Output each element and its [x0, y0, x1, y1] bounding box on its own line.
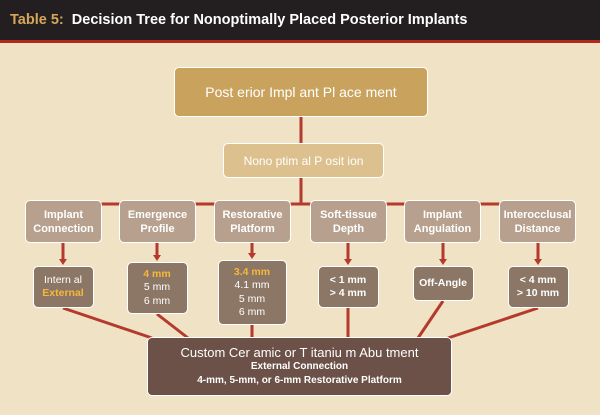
table-title-text: Decision Tree for Nonoptimally Placed Po…	[71, 12, 468, 28]
option-value: 6 mm	[238, 306, 266, 318]
result-connection: External Connection	[250, 360, 349, 372]
option-node: Off-Angle	[412, 266, 474, 301]
connector	[416, 300, 445, 339]
arrowhead-icon	[439, 259, 447, 265]
result-node: Custom Cer amic or T itaniu m Abu tment …	[147, 337, 452, 396]
option-value: 4.1 mm	[234, 279, 270, 291]
category-label-line1: Emergence	[127, 208, 188, 221]
arrowhead-icon	[59, 259, 67, 265]
category-label-line2: Angulation	[413, 222, 472, 235]
option-value: > 4 mm	[329, 287, 367, 299]
category-label-line1: Implant	[43, 208, 84, 221]
arrowhead-icon	[153, 255, 161, 261]
root-node: Post erior Impl ant Pl ace ment	[174, 67, 428, 117]
arrowhead-icon	[344, 259, 352, 265]
table-header: Table 5: Decision Tree for Nonoptimally …	[0, 0, 600, 43]
category-label-line1: Soft-tissue	[320, 208, 377, 221]
option-value: < 4 mm	[519, 273, 557, 286]
option-value: 5 mm	[238, 292, 266, 305]
option-value: > 10 mm	[516, 287, 560, 299]
nonoptimal-position-node: Nono ptim al P osit ion	[223, 143, 384, 178]
option-node: < 1 mm> 4 mm	[317, 266, 379, 308]
category-label-line1: Interocclusal	[503, 208, 572, 221]
option-value: Intern al	[44, 273, 82, 286]
option-value: 5 mm	[143, 281, 171, 294]
category-label-line2: Connection	[33, 222, 94, 235]
option-value: External	[42, 287, 84, 299]
table-label: Table 5:	[10, 12, 64, 28]
category-label-line2: Platform	[230, 222, 275, 235]
option-value: < 1 mm	[329, 273, 367, 286]
connector	[156, 312, 189, 340]
category-label-line2: Profile	[140, 222, 175, 235]
result-platform: 4-mm, 5-mm, or 6-mm Restorative Platform	[197, 374, 402, 386]
option-value: Off-Angle	[419, 276, 467, 289]
connector	[62, 306, 153, 340]
option-value: 3.4 mm	[233, 265, 271, 278]
arrowhead-icon	[534, 259, 542, 265]
connector	[447, 306, 539, 340]
root-node-label: Post erior Impl ant Pl ace ment	[205, 84, 397, 100]
option-value: 4 mm	[143, 267, 171, 280]
category-label-line2: Depth	[332, 222, 365, 235]
result-main: Custom Cer amic or T itaniu m Abu tment	[180, 344, 419, 360]
option-node: < 4 mm> 10 mm	[507, 266, 569, 308]
option-value: 6 mm	[143, 294, 171, 307]
table-title: Table 5: Decision Tree for Nonoptimally …	[10, 12, 467, 28]
arrowhead-icon	[248, 253, 256, 259]
second-node-label: Nono ptim al P osit ion	[243, 153, 364, 168]
category-label-line2: Distance	[514, 222, 561, 235]
category-label-line1: Restorative	[222, 208, 283, 221]
category-label-line1: Implant	[422, 208, 463, 221]
